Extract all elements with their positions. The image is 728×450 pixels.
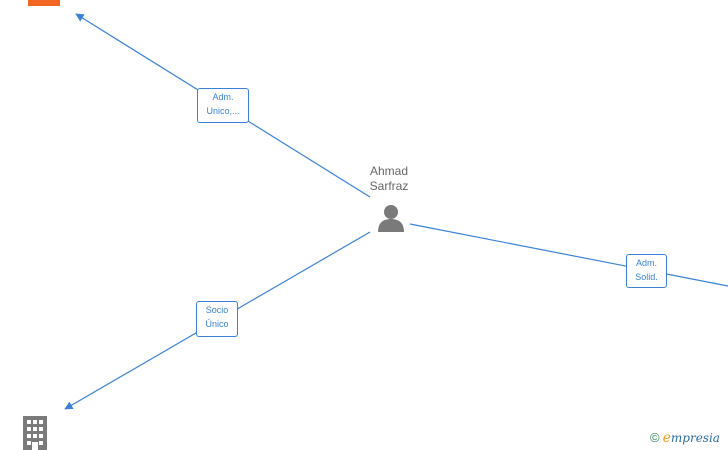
relation-label-line1: Socio [205,305,229,315]
relation-label-adm-unico[interactable]: Adm. Unico,... [197,88,249,123]
relation-label-line1: Adm. [212,92,234,102]
brand-logo-text: mpresia [670,431,720,445]
relation-label-line2: Solid. [635,272,658,282]
relation-label-line2: Unico,... [206,106,240,116]
relation-label-line1: Adm. [635,258,657,268]
relation-label-adm-solid[interactable]: Adm. Solid. [626,254,667,288]
person-name[interactable]: Ahmad Sarfraz [349,164,429,194]
relation-label-socio-unico[interactable]: Socio Único [196,301,238,337]
building-icon[interactable] [26,0,62,8]
edge-adm-solid [409,223,728,287]
person-name-line2: Sarfraz [369,179,409,193]
brand-logo-initial: e [662,430,671,446]
building-icon[interactable] [20,416,50,450]
person-name-line1: Ahmad [369,164,409,178]
copyright-symbol: © [650,430,660,445]
relation-label-line2: Único [205,319,229,329]
brand-watermark: ©empresia [650,430,720,446]
person-icon[interactable] [376,203,406,233]
